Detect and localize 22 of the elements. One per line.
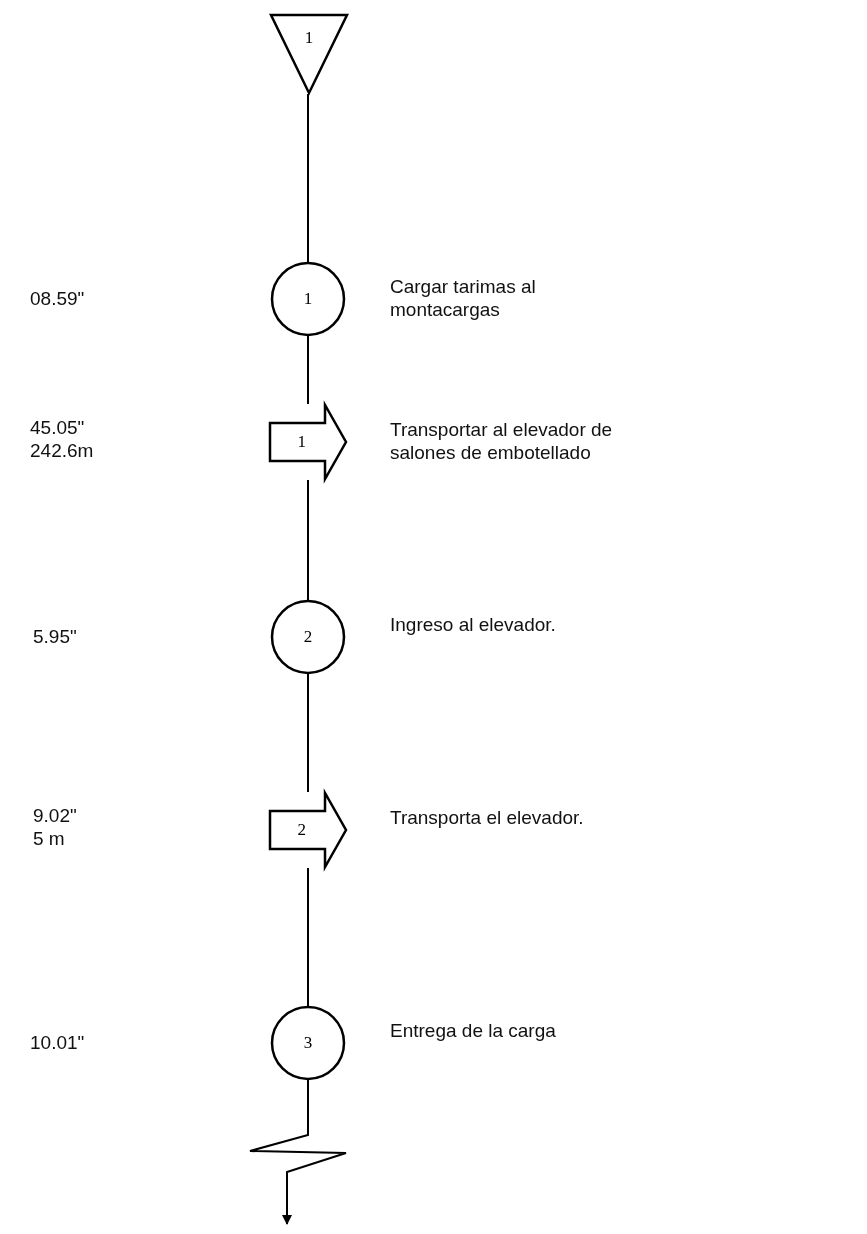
time-label: 08.59": [30, 287, 86, 310]
flow-line: [307, 867, 309, 1007]
step-number: 2: [303, 627, 313, 647]
step-number: 1: [297, 432, 306, 452]
step-description: Ingreso al elevador.: [390, 613, 557, 636]
time-label: 45.05" 242.6m: [30, 416, 95, 462]
time-label: 9.02" 5 m: [33, 804, 78, 850]
time-label: 5.95": [33, 625, 78, 648]
flow-line: [307, 335, 309, 405]
step-description: Transportar al elevador de salones de embotellado: [390, 418, 614, 464]
flow-line: [307, 93, 309, 263]
step-description: Transporta el elevador.: [390, 806, 585, 829]
flow-line: [307, 673, 309, 793]
step-number: 1: [304, 28, 314, 48]
step-description: Cargar tarimas al montacargas: [390, 275, 537, 321]
time-label: 10.01": [30, 1031, 86, 1054]
step-number: 2: [297, 820, 306, 840]
step-description: Entrega de la carga: [390, 1019, 557, 1042]
step-number: 3: [303, 1033, 313, 1053]
step-number: 1: [303, 289, 313, 309]
flow-line: [307, 479, 309, 601]
zigzag-arrow: [249, 1079, 347, 1225]
